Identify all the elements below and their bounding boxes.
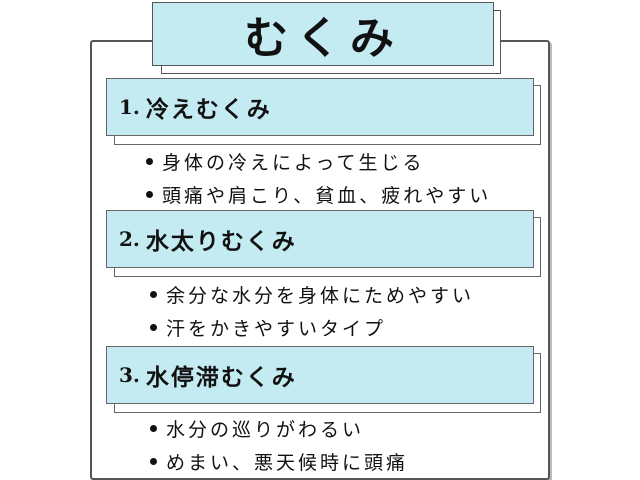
section-3-bullet-1: 水分の巡りがわるい [150,415,364,442]
bullet-dot-icon [150,425,157,432]
section-3-number: 3. [119,363,140,387]
bullet-text: 水分の巡りがわるい [166,419,365,441]
title-banner: むくみ [152,2,501,74]
section-2-bullet-2: 汗をかきやすいタイプ [150,314,386,341]
page-title: むくみ [244,13,402,64]
section-1-number: 1. [119,95,140,119]
section-1-title: 冷えむくみ [145,96,272,123]
bullet-text: 身体の冷えによって生じる [162,152,425,174]
section-2-number: 2. [119,227,140,251]
section-3-title: 水停滞むくみ [145,364,297,391]
bullet-text: 頭痛や肩こり、貧血、疲れやすい [162,185,492,207]
bullet-dot-icon [150,458,157,465]
bullet-dot-icon [150,291,157,298]
bullet-dot-icon [150,324,157,331]
section-3-box: 3. 水停滞むくみ [106,346,534,404]
section-2-box: 2. 水太りむくみ [106,210,534,268]
bullet-text: めまい、悪天候時に頭痛 [166,452,409,474]
title-box: むくみ [152,2,494,66]
section-1-bullet-1: 身体の冷えによって生じる [146,148,424,175]
section-3-header: 3. 水停滞むくみ [106,346,541,413]
section-2-header: 2. 水太りむくみ [106,210,541,277]
bullet-text: 余分な水分を身体にためやすい [166,285,475,307]
section-2-title: 水太りむくみ [145,228,297,255]
bullet-dot-icon [146,191,153,198]
section-1-header: 1. 冷えむくみ [106,78,541,145]
bullet-text: 汗をかきやすいタイプ [166,318,387,340]
bullet-dot-icon [146,158,153,165]
section-2-bullet-1: 余分な水分を身体にためやすい [150,281,474,308]
section-1-bullet-2: 頭痛や肩こり、貧血、疲れやすい [146,181,491,208]
section-3-bullet-2: めまい、悪天候時に頭痛 [150,448,408,475]
section-1-box: 1. 冷えむくみ [106,78,534,136]
